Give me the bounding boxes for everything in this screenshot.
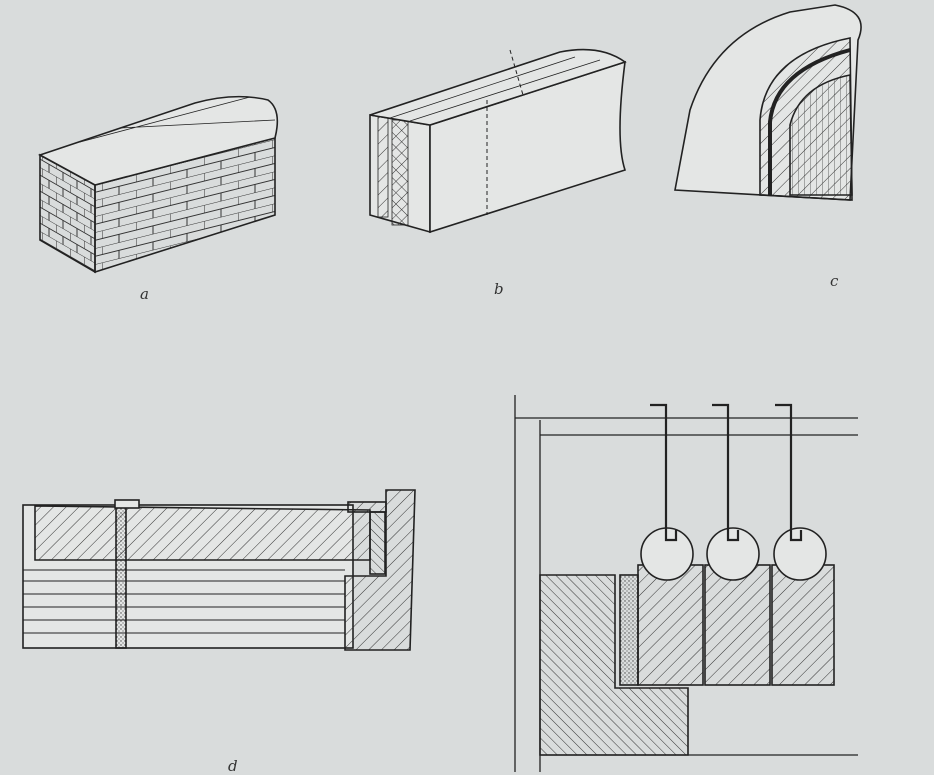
figure-label-c: c: [830, 272, 839, 290]
curved-lining-drawing-c: [674, 4, 862, 201]
figure-label-d: d: [228, 757, 238, 775]
suspended-roof-drawing: [514, 395, 858, 772]
layered-wall-drawing-b: [369, 48, 627, 234]
brick-wall-drawing-a: [38, 95, 279, 274]
figure-label-a: a: [140, 285, 149, 303]
figure-label-b: b: [494, 280, 504, 298]
hearth-section-drawing-d: [22, 489, 416, 651]
